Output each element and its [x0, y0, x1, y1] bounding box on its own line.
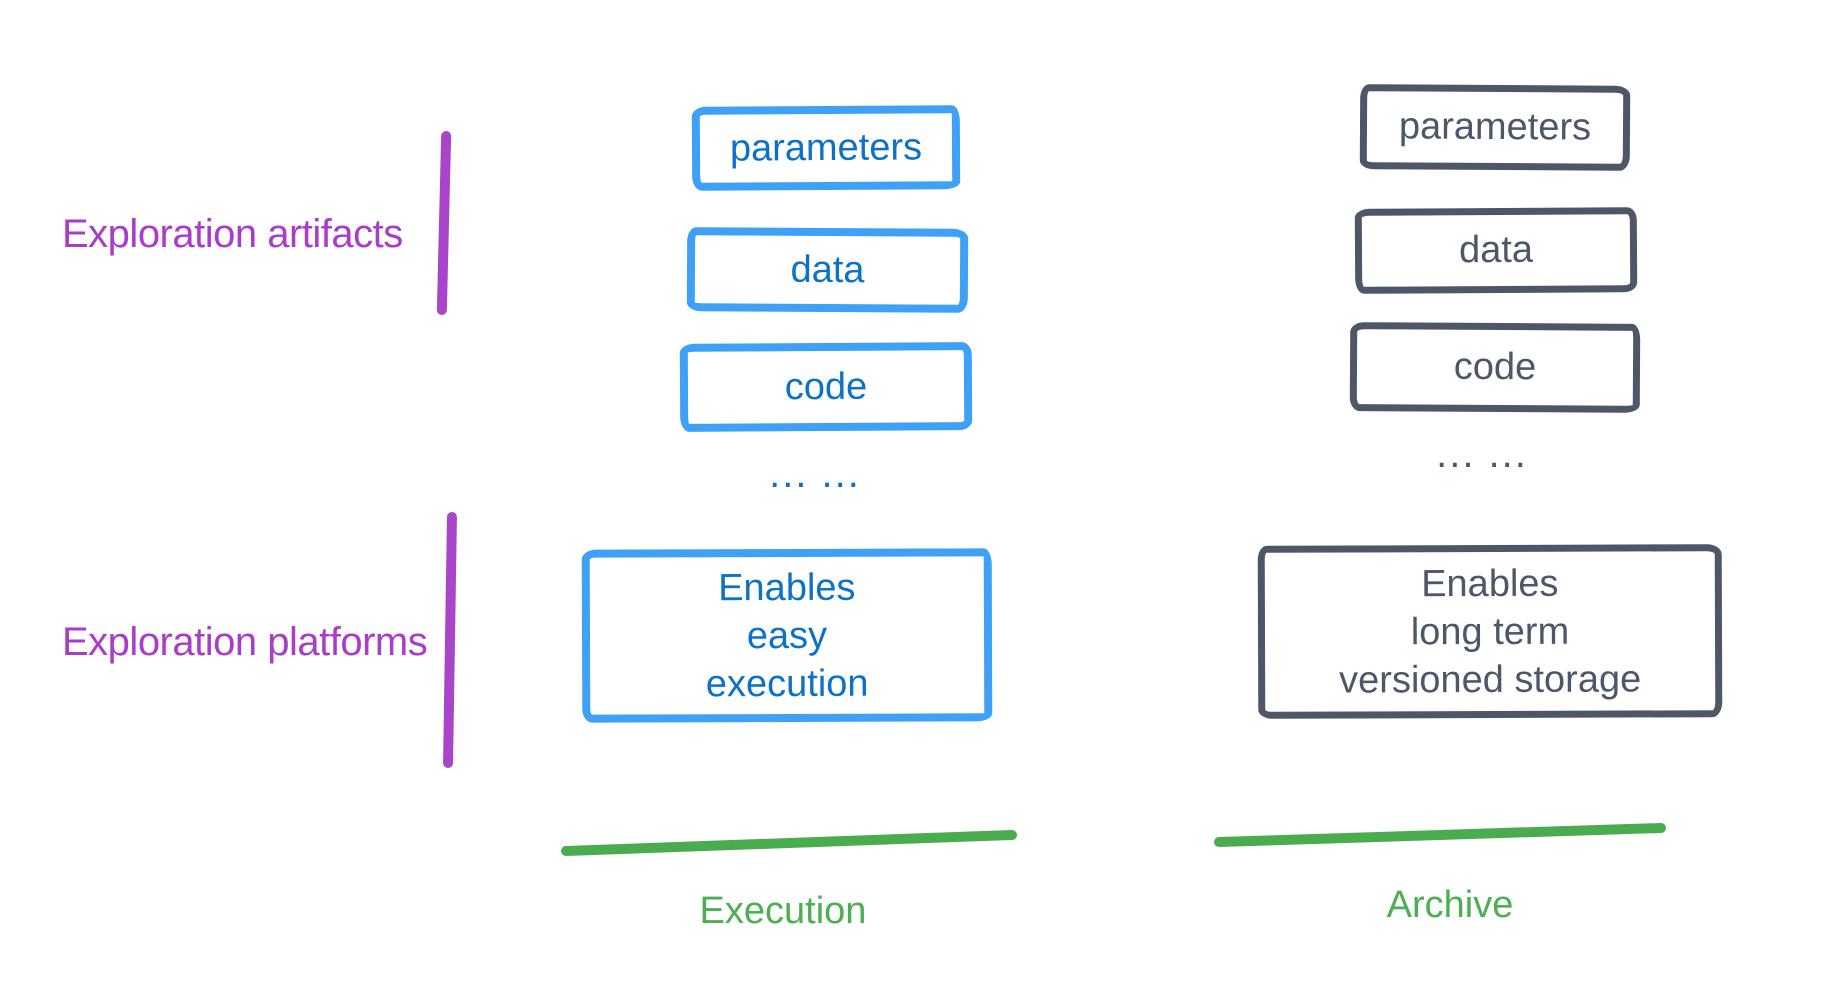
execution-underline — [561, 830, 1017, 856]
artifact-box-code-execution: code — [679, 342, 973, 432]
platform-box-execution-line: Enables — [718, 566, 856, 609]
artifact-box-data-execution: data — [686, 227, 969, 313]
platform-box-archive-line: Enables — [1421, 562, 1559, 605]
row-label-exploration-artifacts: Exploration artifacts — [62, 212, 403, 256]
platform-box-archive: Enables long term versioned storage — [1257, 544, 1723, 719]
ellipsis-archive: ... ... — [1436, 432, 1528, 476]
artifacts-bracket-line — [436, 130, 452, 316]
artifact-box-data-archive: data — [1354, 207, 1638, 294]
artifact-box-code-archive: code — [1349, 322, 1641, 413]
platform-box-archive-line: long term — [1410, 610, 1570, 653]
platform-box-execution-line: easy — [746, 614, 828, 657]
ellipsis-execution: ... ... — [769, 452, 861, 496]
platform-box-execution: Enables easy execution — [581, 548, 993, 723]
artifact-box-parameters-execution: parameters — [691, 105, 961, 191]
artifact-box-parameters-archive: parameters — [1359, 84, 1631, 171]
axis-label-archive: Archive — [1386, 884, 1514, 926]
platform-box-archive-line: versioned storage — [1339, 657, 1642, 702]
row-label-exploration-platforms: Exploration platforms — [62, 620, 428, 664]
platform-box-execution-line: execution — [705, 662, 869, 705]
platforms-bracket-line — [442, 511, 458, 769]
axis-label-execution: Execution — [699, 890, 867, 932]
archive-underline — [1214, 823, 1666, 847]
